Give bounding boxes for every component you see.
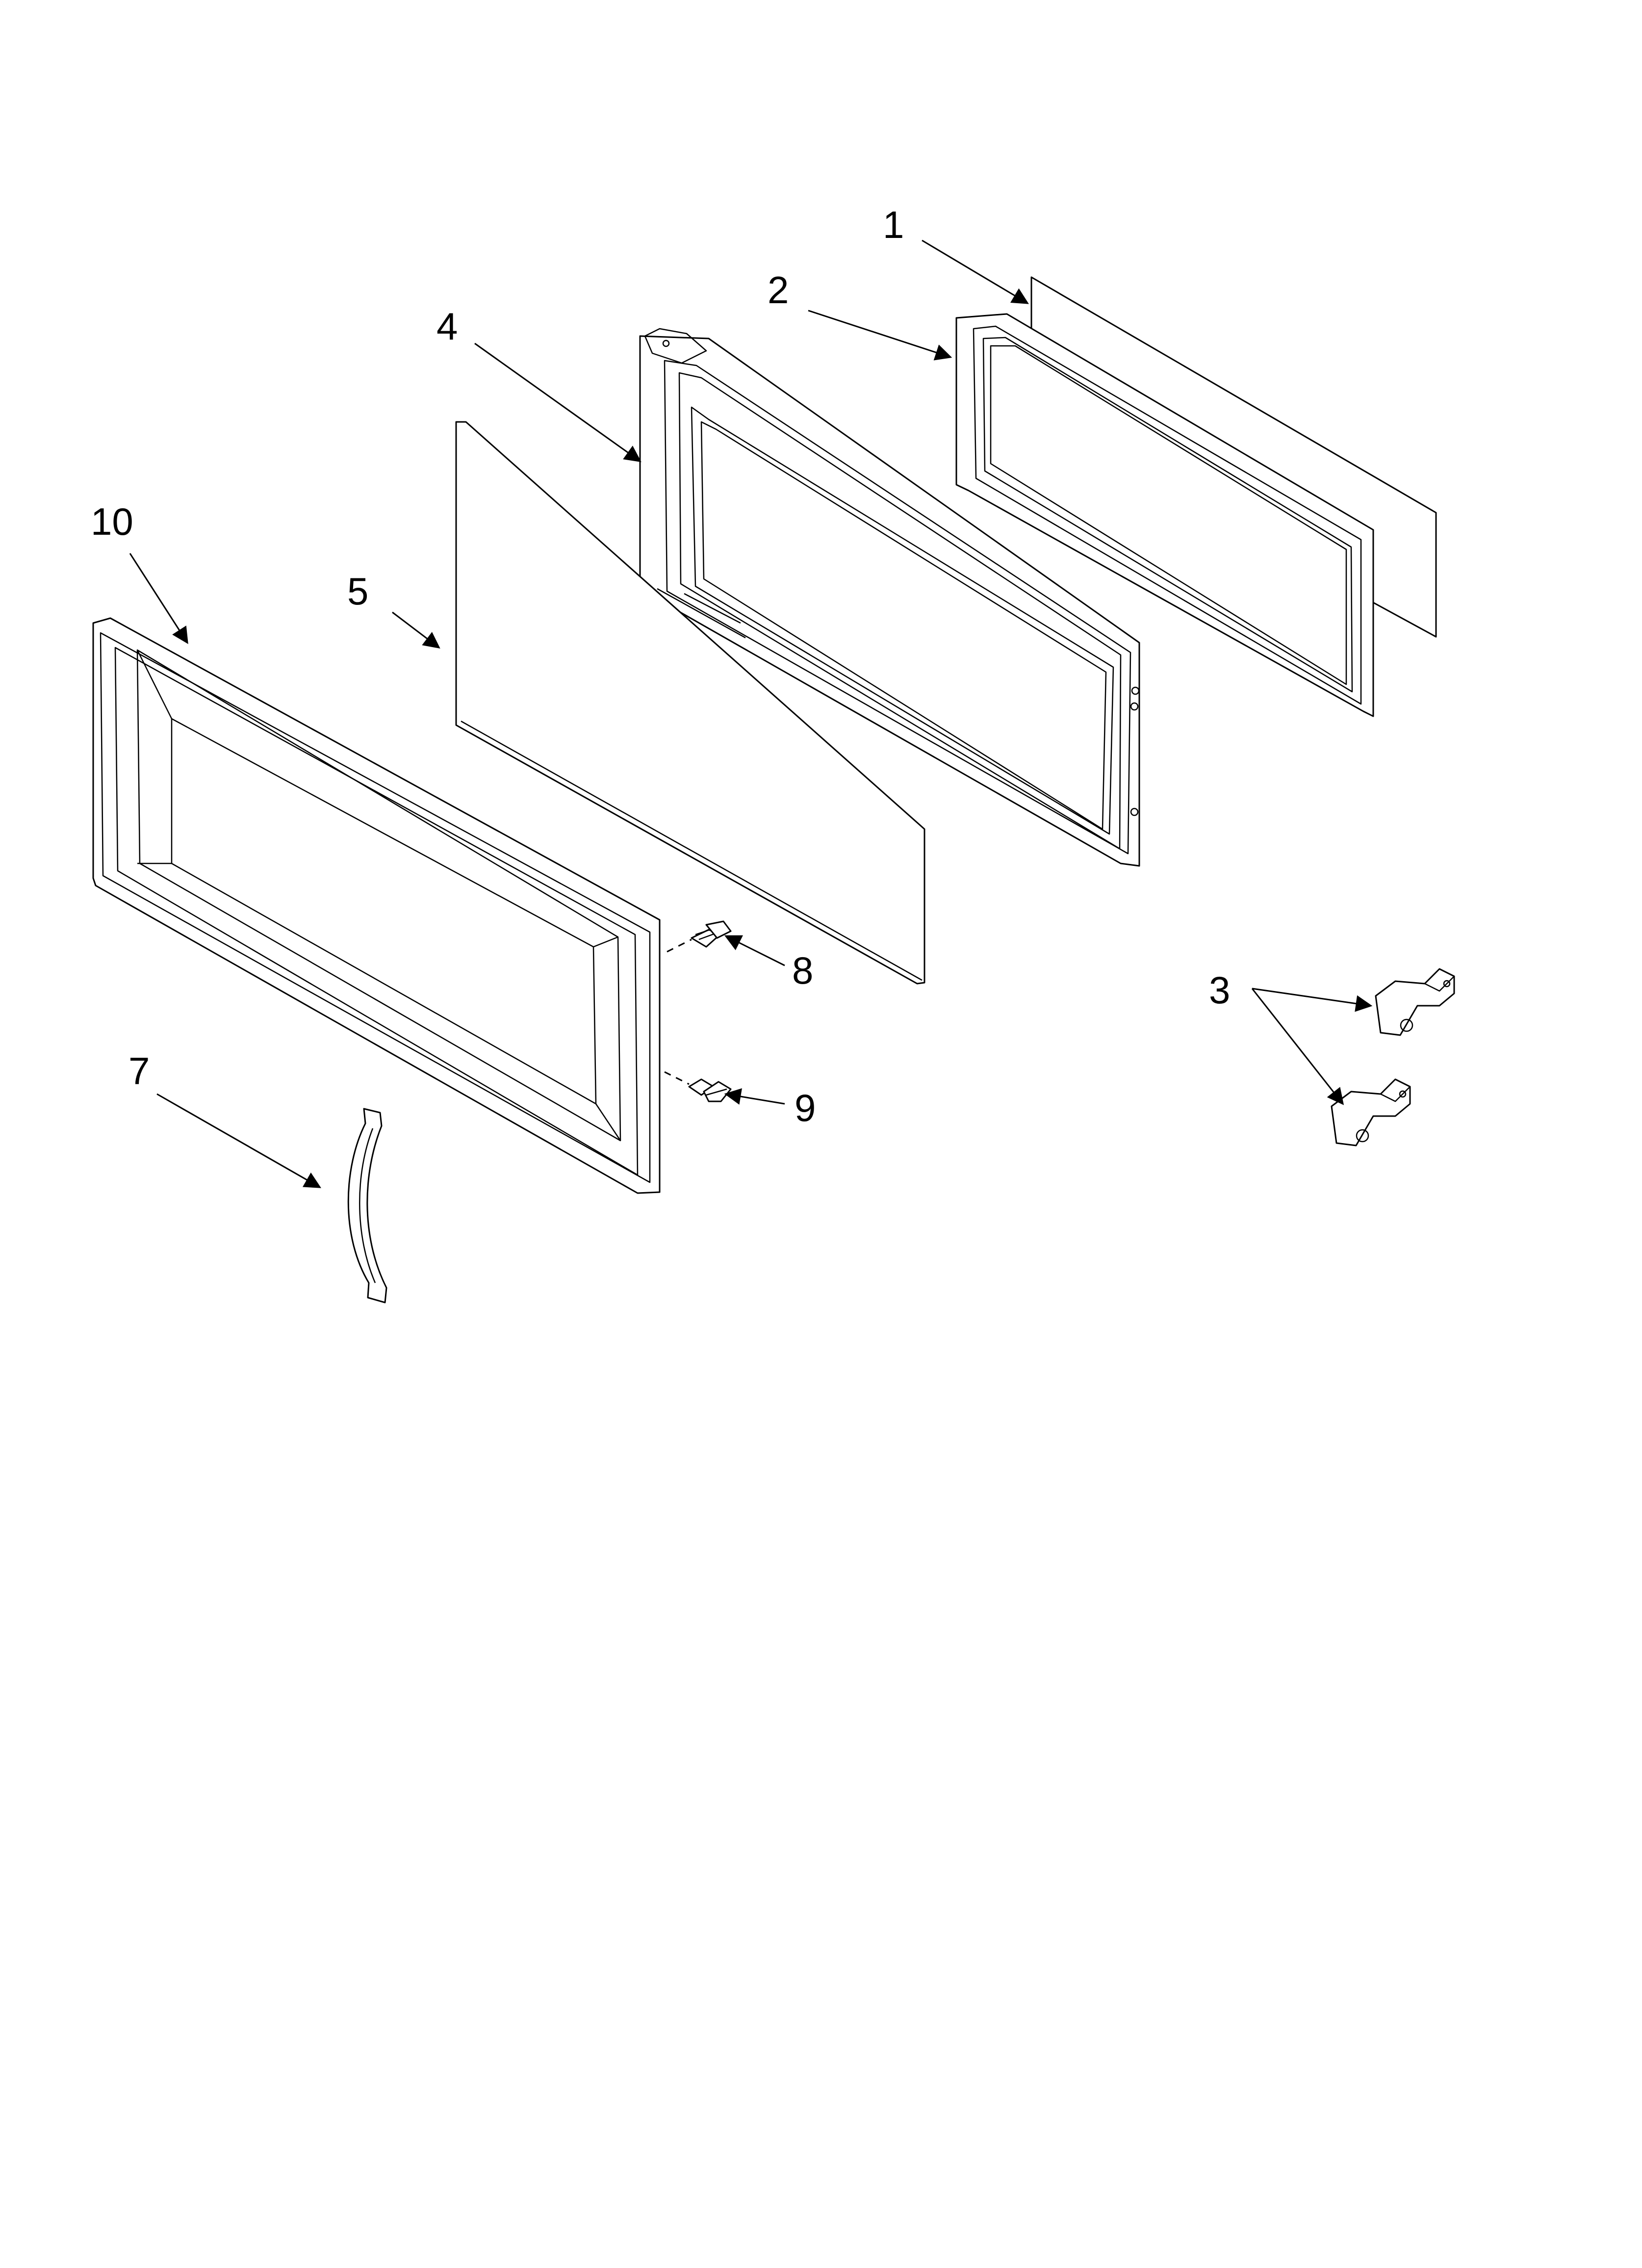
part-5-glass-panel[interactable]: [455, 421, 925, 985]
part-10-outer-door[interactable]: [92, 617, 661, 1194]
part-3-latch-clip-upper[interactable]: [1375, 968, 1455, 1036]
part-7-handle[interactable]: [347, 1108, 387, 1303]
callout-4: 4: [436, 305, 458, 348]
leader-lines: [129, 239, 1373, 1188]
part-8-screw[interactable]: [667, 920, 732, 953]
callout-2: 2: [768, 268, 789, 312]
callout-labels: 1 2 4 10 5 8 3 7 9: [91, 203, 1230, 1129]
part-3-latch-clip-lower[interactable]: [1331, 1078, 1411, 1147]
callout-10: 10: [91, 500, 133, 543]
callout-3: 3: [1209, 968, 1230, 1012]
callout-9: 9: [795, 1086, 816, 1129]
part-4-inner-door-frame[interactable]: [639, 328, 1140, 867]
callout-8: 8: [792, 949, 813, 992]
part-9-screw[interactable]: [664, 1071, 732, 1102]
part-2-gasket-frame[interactable]: [955, 313, 1374, 717]
callout-7: 7: [128, 1049, 150, 1093]
callout-5: 5: [347, 570, 368, 613]
callout-1: 1: [883, 203, 904, 246]
